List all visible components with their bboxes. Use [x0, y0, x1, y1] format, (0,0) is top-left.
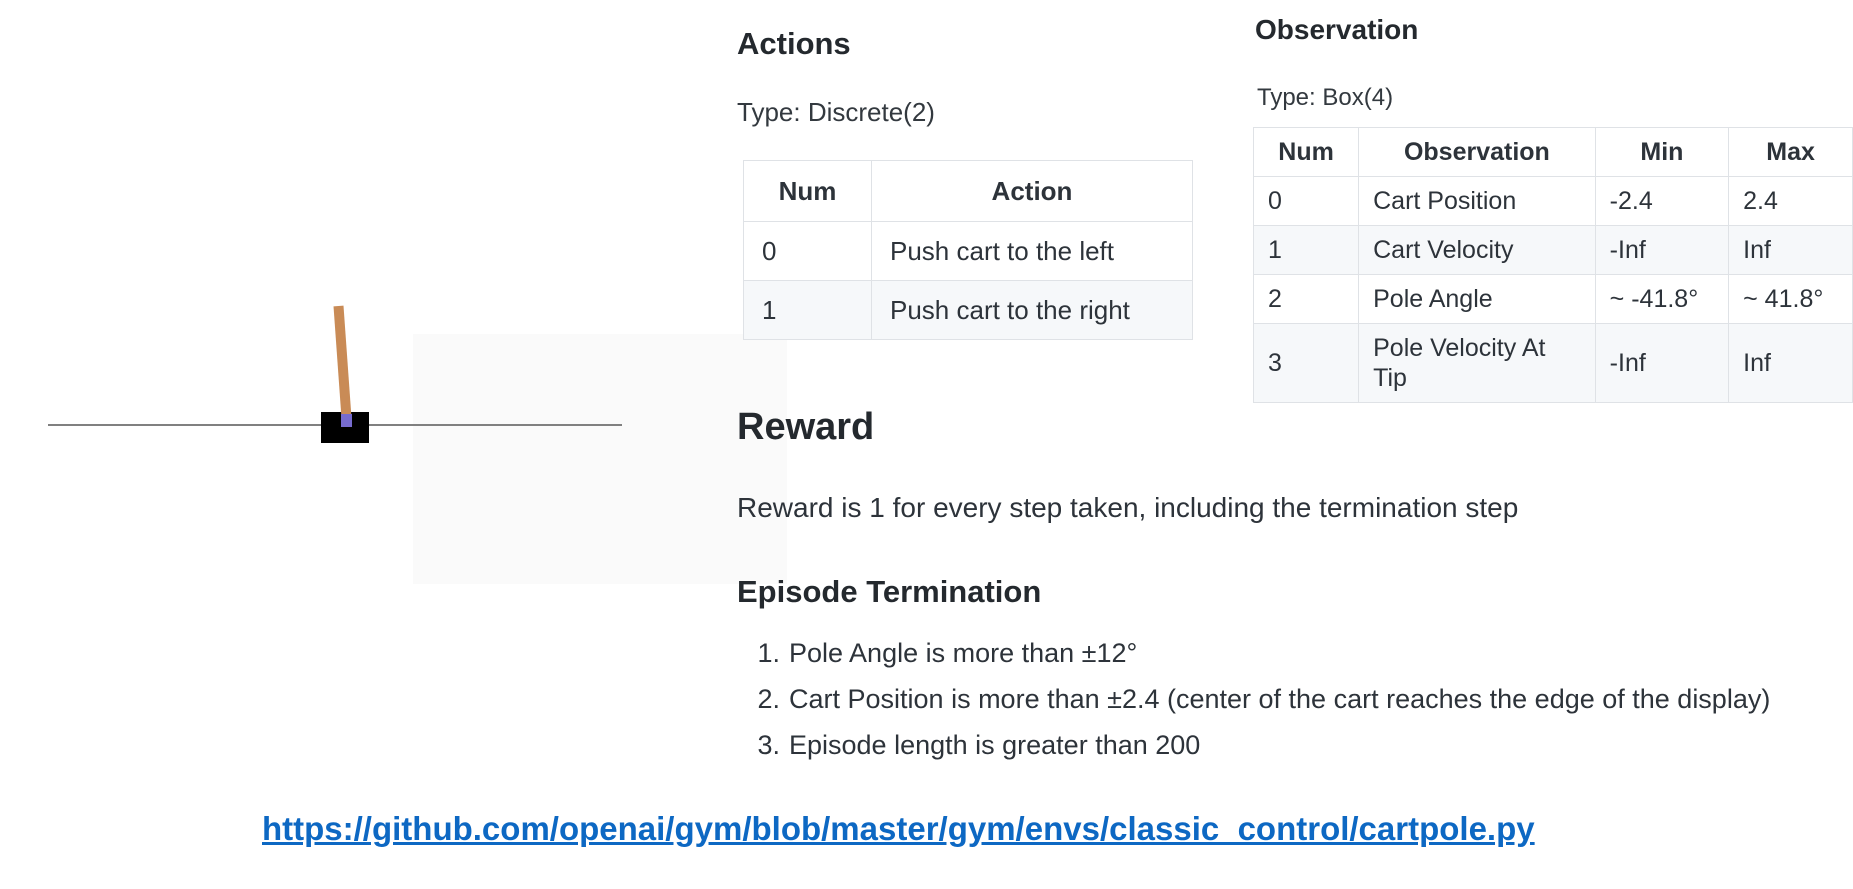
observation-cell-name: Cart Velocity [1358, 225, 1596, 275]
observation-cell-num: 2 [1252, 274, 1360, 324]
actions-table-header-row: Num Action [743, 160, 1193, 222]
list-item: 3. Episode length is greater than 200 [752, 728, 1770, 762]
cartpole-render [48, 305, 622, 443]
actions-cell-action: Push cart to the right [871, 280, 1193, 340]
source-code-link[interactable]: https://github.com/openai/gym/blob/maste… [262, 810, 1535, 847]
observation-title: Observation [1255, 14, 1419, 45]
list-item: 2. Cart Position is more than ±2.4 (cente… [752, 682, 1770, 716]
observation-header-max: Max [1728, 127, 1853, 177]
observation-cell-min: -Inf [1594, 225, 1730, 275]
list-item-number: 3. [757, 730, 780, 760]
table-row: 1 Cart Velocity -Inf Inf [1252, 225, 1853, 275]
list-item-text: Pole Angle is more than ±12° [789, 638, 1138, 668]
observation-header-min: Min [1594, 127, 1730, 177]
table-row: 0 Push cart to the left [743, 221, 1193, 281]
actions-type-label: Type: Discrete(2) [737, 97, 935, 127]
actions-cell-num: 0 [743, 221, 872, 281]
reward-text: Reward is 1 for every step taken, includ… [737, 492, 1519, 523]
observation-cell-max: Inf [1728, 225, 1853, 275]
reward-title: Reward [737, 406, 875, 448]
actions-header-action: Action [871, 160, 1193, 222]
observation-cell-name: Pole Angle [1358, 274, 1596, 324]
axle [341, 414, 352, 427]
list-item-text: Cart Position is more than ±2.4 (center … [789, 684, 1771, 714]
table-row: 2 Pole Angle ~ -41.8° ~ 41.8° [1252, 274, 1853, 324]
observation-cell-min: -Inf [1594, 323, 1730, 403]
table-row: 3 Pole Velocity At Tip -Inf Inf [1252, 323, 1853, 403]
table-row: 1 Push cart to the right [743, 280, 1193, 340]
list-item: 1. Pole Angle is more than ±12° [752, 636, 1770, 670]
list-item-number: 1. [757, 638, 780, 668]
list-item-number: 2. [757, 684, 780, 714]
actions-title: Actions [737, 26, 851, 61]
observation-cell-num: 0 [1252, 176, 1360, 226]
observation-cell-min: ~ -41.8° [1594, 274, 1730, 324]
observation-cell-min: -2.4 [1594, 176, 1730, 226]
actions-table: Num Action 0 Push cart to the left 1 Pus… [743, 160, 1193, 340]
observation-cell-max: ~ 41.8° [1728, 274, 1853, 324]
pole [333, 305, 352, 419]
observation-cell-name: Pole Velocity At Tip [1358, 323, 1596, 403]
observation-type-label: Type: Box(4) [1257, 84, 1394, 111]
table-row: 0 Cart Position -2.4 2.4 [1252, 176, 1853, 226]
observation-table: Num Observation Min Max 0 Cart Position … [1252, 127, 1853, 403]
termination-list: 1. Pole Angle is more than ±12° 2. Cart Po… [752, 636, 1770, 774]
observation-table-header-row: Num Observation Min Max [1252, 127, 1853, 177]
list-item-text: Episode length is greater than 200 [789, 730, 1201, 760]
observation-header-num: Num [1252, 127, 1360, 177]
observation-cell-max: Inf [1728, 323, 1853, 403]
observation-header-observation: Observation [1358, 127, 1596, 177]
render-background [413, 334, 787, 584]
actions-cell-num: 1 [743, 280, 872, 340]
observation-cell-num: 3 [1252, 323, 1360, 403]
actions-cell-action: Push cart to the left [871, 221, 1193, 281]
observation-cell-num: 1 [1252, 225, 1360, 275]
observation-cell-name: Cart Position [1358, 176, 1596, 226]
actions-header-num: Num [743, 160, 872, 222]
observation-cell-max: 2.4 [1728, 176, 1853, 226]
episode-termination-title: Episode Termination [737, 574, 1042, 609]
